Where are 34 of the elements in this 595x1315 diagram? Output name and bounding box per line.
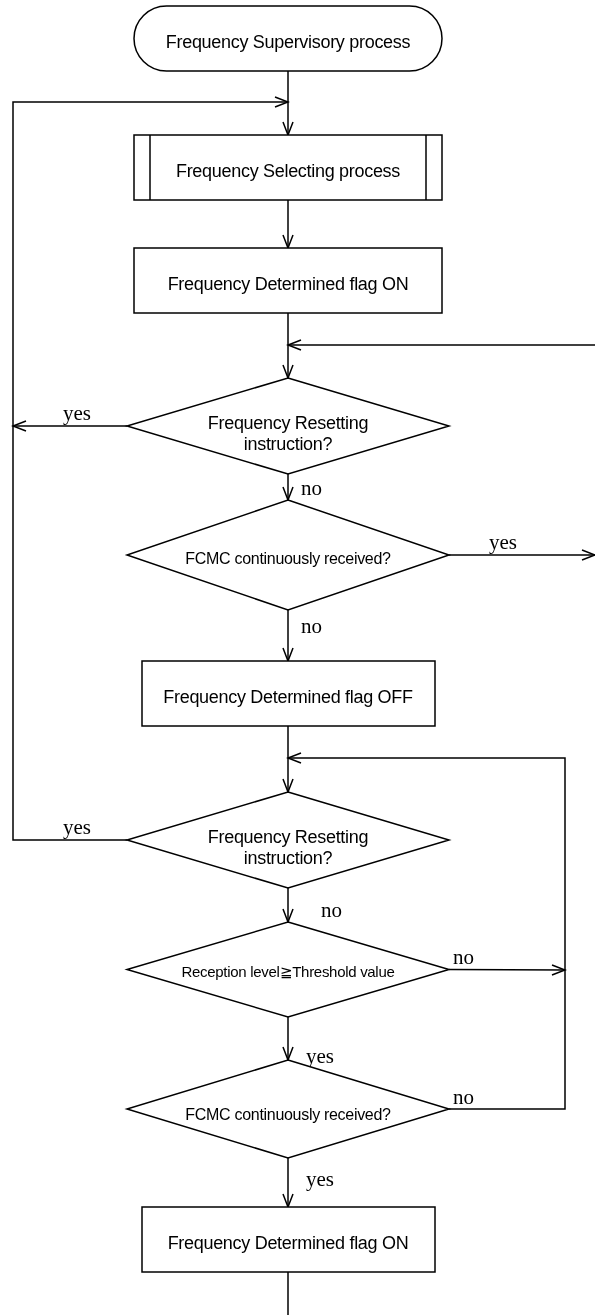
node-label: Frequency Selecting process <box>176 161 400 182</box>
node-label: FCMC continuously received? <box>185 1105 391 1125</box>
arrow <box>282 473 294 501</box>
process-box <box>141 661 435 726</box>
process-box <box>134 248 442 313</box>
node-label: Frequency Resetting instruction? <box>206 827 370 869</box>
node-label: Reception level≧Threshold value <box>181 962 395 981</box>
node-label: FCMC continuously received? <box>185 549 391 569</box>
node-label: Frequency Resetting instruction? <box>206 413 370 455</box>
node-label: Frequency Supervisory process <box>165 32 411 53</box>
arrow <box>282 609 294 662</box>
arrow <box>12 96 289 427</box>
process-box <box>141 1207 435 1272</box>
node-label: Frequency Determined flag OFF <box>163 687 413 708</box>
node-label: Frequency Determined flag ON <box>167 274 409 295</box>
decision-diamond <box>127 922 449 1017</box>
arrow <box>448 549 595 561</box>
decision-diamond <box>127 792 449 888</box>
decision-diamond <box>127 378 449 474</box>
arrow <box>12 420 128 432</box>
arrow <box>282 344 294 379</box>
arrow <box>282 757 294 793</box>
terminal-shape <box>134 6 442 71</box>
connector-line <box>287 1271 289 1315</box>
node-label: Frequency Determined flag ON <box>167 1233 409 1254</box>
arrow <box>282 887 294 923</box>
arrow <box>282 199 294 249</box>
subprocess-box <box>134 135 442 200</box>
arrow <box>287 339 595 351</box>
arrow <box>282 101 294 136</box>
arrow <box>282 1016 294 1061</box>
arrow <box>287 752 566 971</box>
arrow <box>282 1157 294 1208</box>
decision-diamond <box>127 500 449 610</box>
